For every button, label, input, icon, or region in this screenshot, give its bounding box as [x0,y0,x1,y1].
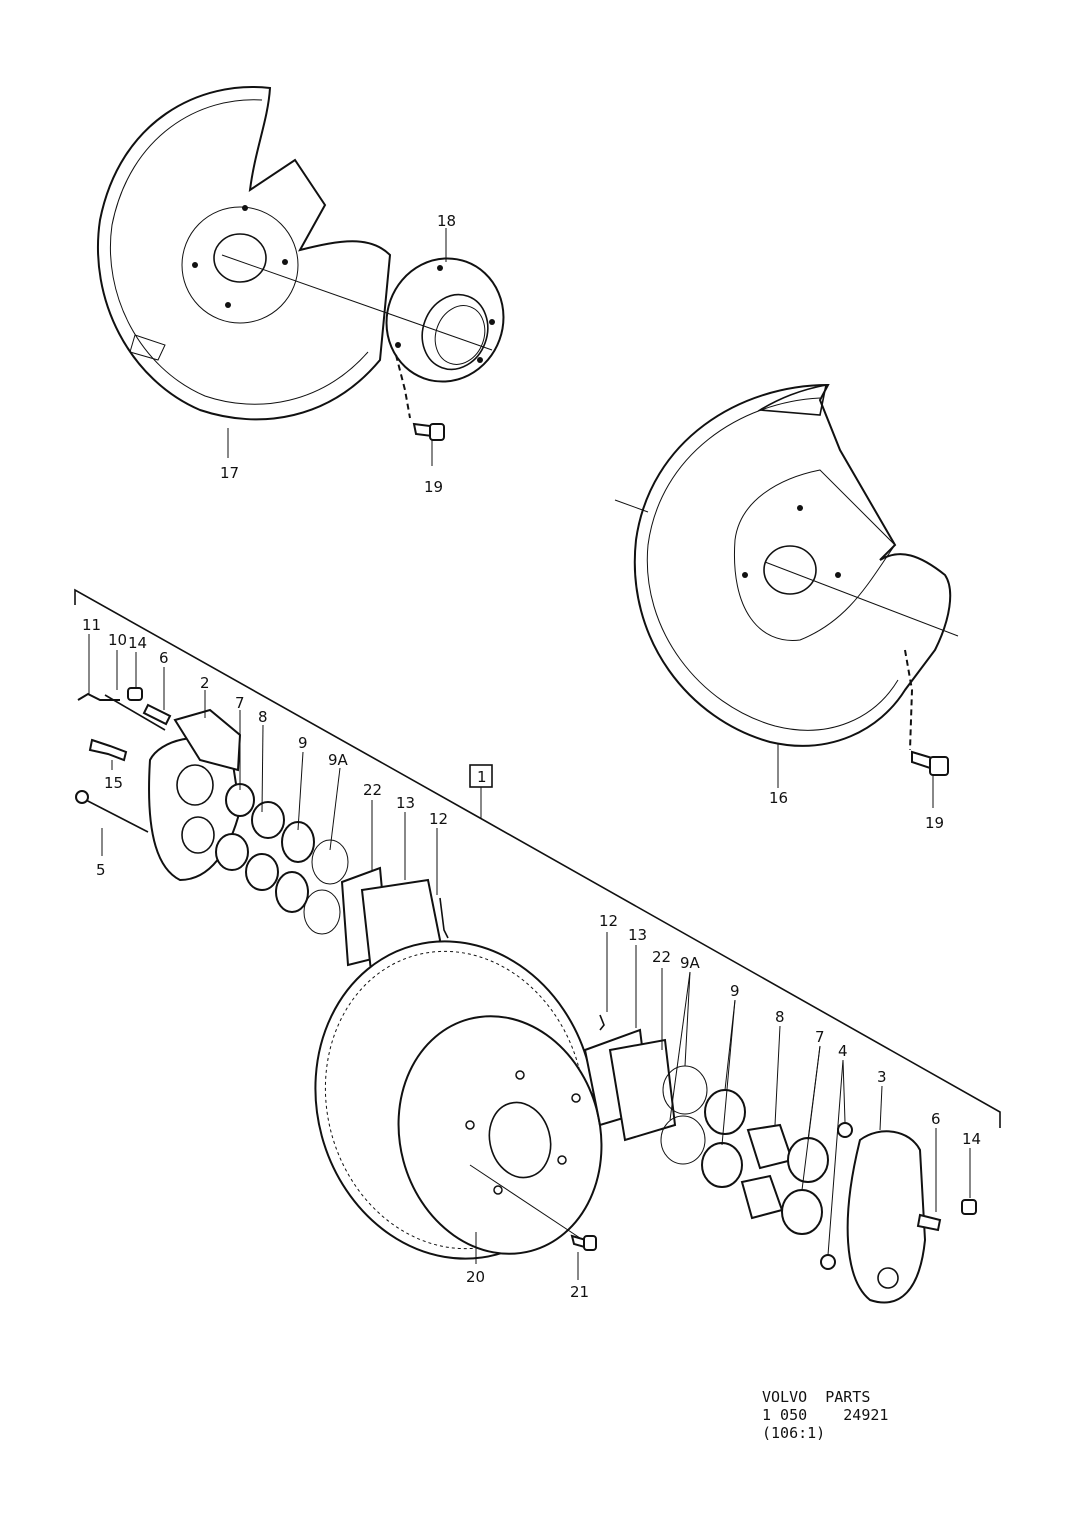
callout-14-right: 14 [962,1130,981,1148]
callout-21: 21 [570,1283,589,1301]
flange-18 [385,257,505,383]
callout-11: 11 [82,616,101,634]
callout-15: 15 [104,774,123,792]
left-caliper-assembly [75,687,449,982]
callout-labels: 17 18 19 16 19 1 11 10 14 6 2 7 8 9 9A 2… [82,212,981,1301]
kit-bracket [74,588,1001,1128]
callout-2: 2 [200,674,210,692]
brake-disc-20 [314,940,603,1260]
callout-8-left: 8 [258,708,268,726]
callout-12-right: 12 [599,912,618,930]
leaders-right [606,932,971,1256]
footer-brand: VOLVO PARTS [762,1388,871,1406]
callout-4: 4 [838,1042,848,1060]
callout-3: 3 [877,1068,887,1086]
callout-13-right: 13 [628,926,647,944]
callout-1-kit: 1 [477,768,487,786]
footer-code: 1 050 24921 [762,1406,889,1424]
callout-7-right: 7 [815,1028,825,1046]
callout-20: 20 [466,1268,485,1286]
splash-shield-17 [96,86,392,421]
callout-14-left: 14 [128,634,147,652]
callout-19-top: 19 [424,478,443,496]
callout-16: 16 [769,789,788,807]
callout-8-right: 8 [775,1008,785,1026]
splash-shield-16 [633,383,952,747]
callout-6-right: 6 [931,1110,941,1128]
bolt-19-top [412,422,445,441]
parts-footer: VOLVO PARTS 1 050 24921 (106:1) [762,1388,888,1442]
callout-17: 17 [220,464,239,482]
callout-10: 10 [108,631,127,649]
callout-9A-right: 9A [680,954,701,972]
footer-ref: (106:1) [762,1424,826,1442]
callout-22-left: 22 [363,781,382,799]
leaders-left [88,634,438,895]
callout-9-right: 9 [730,982,740,1000]
bolt-19-right [911,750,949,776]
bolt-21 [570,1234,597,1251]
callout-18: 18 [437,212,456,230]
callout-19-right: 19 [925,814,944,832]
callout-7-left: 7 [235,694,245,712]
callout-5: 5 [96,861,106,879]
callout-9-left: 9 [298,734,308,752]
callout-22-right: 22 [652,948,671,966]
callout-13-left: 13 [396,794,415,812]
callout-9A-left: 9A [328,751,349,769]
callout-12-left: 12 [429,810,448,828]
right-caliper-assembly [583,1014,977,1304]
callout-6-left: 6 [159,649,169,667]
